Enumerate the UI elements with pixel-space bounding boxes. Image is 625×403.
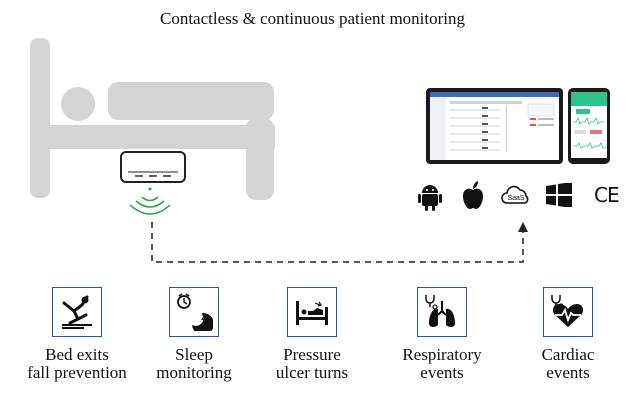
ce-mark-icon: CE — [594, 183, 620, 207]
phone-app — [568, 88, 610, 164]
svg-text:SaaS: SaaS — [507, 195, 524, 202]
signal-waves-icon — [129, 187, 171, 215]
sleep-icon: z — [169, 287, 219, 337]
svg-text:z: z — [201, 312, 206, 323]
bed-illustration — [30, 38, 275, 200]
lungs-icon — [417, 287, 467, 337]
data-link-connector — [151, 222, 528, 263]
diagram-title: Contactless & continuous patient monitor… — [159, 9, 466, 28]
apple-icon — [463, 181, 483, 209]
radar-sensor — [120, 151, 186, 183]
fall-icon — [52, 287, 102, 337]
tablet-dashboard — [426, 88, 563, 164]
windows-icon — [546, 183, 572, 207]
heart-icon — [543, 287, 593, 337]
saas-cloud-icon: SaaS — [501, 185, 529, 204]
bed-turn-icon — [287, 287, 337, 337]
android-icon — [418, 185, 442, 211]
upload-arrowhead — [518, 222, 528, 232]
